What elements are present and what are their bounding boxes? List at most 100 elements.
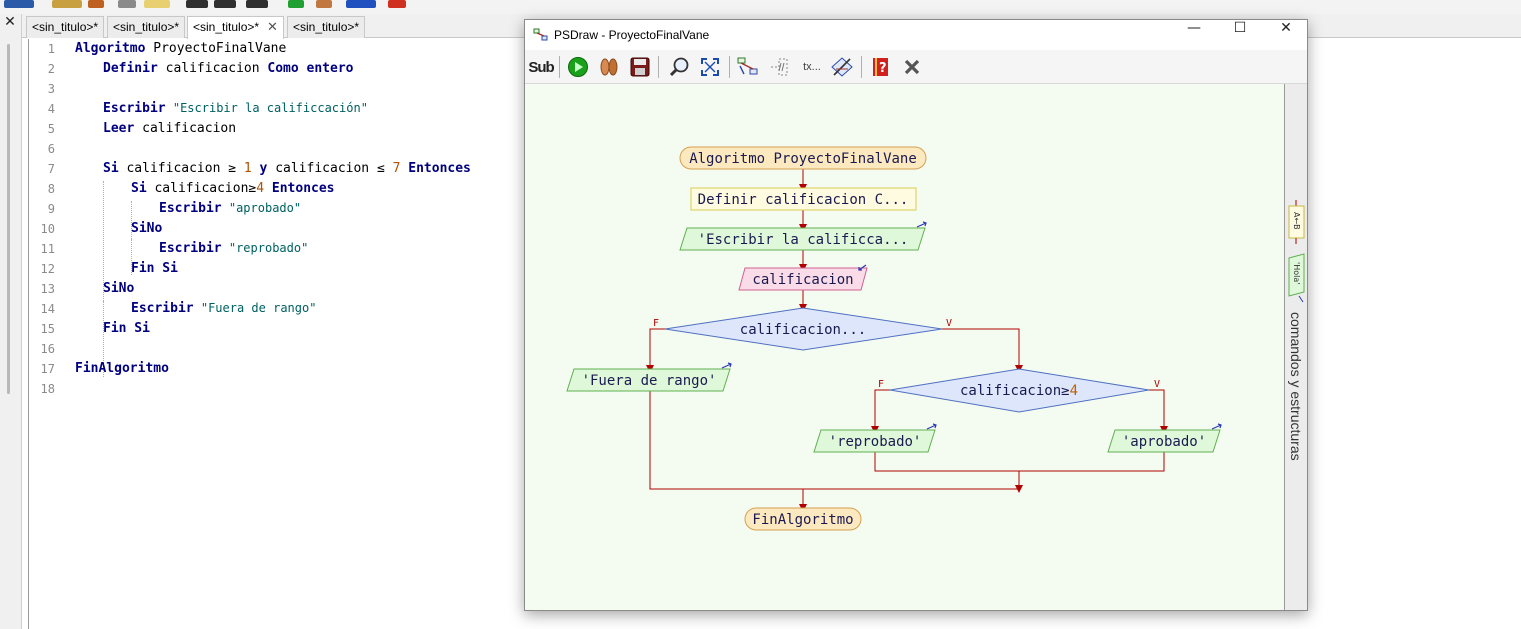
output-marker-icon (1211, 424, 1222, 430)
show-flowchart-icon[interactable] (736, 55, 760, 79)
window-titlebar[interactable]: PSDraw - ProyectoFinalVane — ☐ ✕ (525, 20, 1307, 50)
keyword: Definir (103, 61, 158, 76)
side-panel: ✕ (0, 14, 22, 629)
true-branch-label: V (1154, 379, 1160, 390)
code-line: Leer calificacion (103, 121, 236, 136)
tab-file-1[interactable]: <sin_titulo>* (26, 16, 105, 38)
tab-label: <sin_titulo>* (293, 20, 360, 34)
toolbar-icon[interactable] (214, 0, 236, 8)
line-number: 18 (40, 382, 55, 396)
comment-icon[interactable] (767, 55, 791, 79)
line-number: 9 (47, 202, 55, 216)
keyword: Escribir (159, 241, 222, 256)
decision-node-label: calificacion≥4 (960, 383, 1078, 399)
write-shape-label: 'Hola' (1292, 262, 1301, 284)
keyword: FinAlgoritmo (75, 361, 169, 376)
code-line: SiNo (103, 281, 134, 296)
fit-screen-icon[interactable] (698, 55, 722, 79)
indent-guide (103, 181, 104, 377)
start-node[interactable] (679, 146, 927, 170)
keyword: Escribir (103, 101, 166, 116)
write-node[interactable] (566, 368, 731, 392)
toolbar-icon[interactable] (316, 0, 332, 8)
line-number: 16 (40, 342, 55, 356)
code-line: FinAlgoritmo (75, 361, 169, 376)
code-line: SiNo (131, 221, 162, 236)
false-branch-label: F (653, 318, 659, 329)
zoom-icon[interactable] (667, 55, 691, 79)
toolbar-icon[interactable] (144, 0, 170, 8)
line-number: 6 (47, 142, 55, 156)
keyword: SiNo (103, 281, 135, 296)
toolbar-icon[interactable] (186, 0, 208, 8)
toolbar-icon[interactable] (246, 0, 268, 8)
write-shape-icon[interactable] (1288, 253, 1305, 297)
svg-text:?: ? (879, 61, 887, 76)
decision-node[interactable] (664, 307, 943, 351)
string-literal: "reprobado" (221, 241, 309, 255)
number-literal: 1 (243, 161, 252, 176)
assign-shape-label: A←B (1292, 212, 1301, 230)
toolbar-icon[interactable] (346, 0, 376, 8)
define-node[interactable] (690, 187, 917, 211)
code-line: Si calificacion ≥ 1 y calificacion ≤ 7 E… (103, 161, 471, 176)
toolbar-icon[interactable] (88, 0, 104, 8)
read-node-label: calificacion (752, 272, 853, 288)
code-line: Fin Si (131, 261, 178, 276)
main-toolbar (0, 0, 1521, 14)
line-number: 3 (47, 82, 55, 96)
write-node[interactable] (1107, 429, 1221, 453)
toolbar-icon[interactable] (388, 0, 406, 8)
maximize-button[interactable]: ☐ (1233, 20, 1247, 36)
help-icon[interactable]: ? (869, 55, 893, 79)
flowchart-canvas[interactable]: Algoritmo ProyectoFinalVane Definir cali… (525, 84, 1284, 610)
write-node[interactable] (679, 227, 926, 251)
toolbar-icon[interactable] (52, 0, 82, 8)
tab-label: <sin_titulo>* (193, 20, 260, 34)
decision-expression: calificacion≥ (960, 383, 1070, 399)
minimize-button[interactable]: — (1187, 20, 1201, 36)
close-window-button[interactable]: ✕ (1280, 20, 1292, 36)
psdraw-window: PSDraw - ProyectoFinalVane — ☐ ✕ Sub (524, 19, 1308, 611)
panel-scrollbar[interactable] (7, 44, 10, 394)
run-icon[interactable] (566, 55, 590, 79)
output-marker-icon (916, 222, 927, 228)
line-number: 8 (47, 182, 55, 196)
decision-node-label: calificacion... (740, 322, 866, 338)
read-node[interactable] (738, 267, 868, 291)
close-panel-icon[interactable]: ✕ (4, 14, 16, 30)
end-node[interactable] (744, 507, 862, 531)
toolbar-icon[interactable] (288, 0, 304, 8)
code-line: Escribir "Fuera de rango" (131, 301, 316, 316)
toolbar-separator (861, 56, 862, 78)
step-by-step-icon[interactable] (597, 55, 621, 79)
code-line: Escribir "reprobado" (159, 241, 308, 256)
save-icon[interactable] (628, 55, 652, 79)
tab-label: <sin_titulo>* (113, 20, 180, 34)
shape-options-icon[interactable] (830, 55, 854, 79)
close-tool-icon[interactable] (900, 55, 924, 79)
toolbar-icon[interactable] (118, 0, 136, 8)
keyword: Algoritmo (75, 41, 146, 56)
false-branch-label: F (878, 379, 884, 390)
line-number: 2 (47, 62, 55, 76)
text-toggle-button[interactable]: tx... (798, 55, 826, 79)
decision-node[interactable] (889, 368, 1150, 413)
write-node-label: 'Fuera de rango' (582, 373, 717, 389)
keyword: Escribir (159, 201, 222, 216)
toolbar-icon[interactable] (4, 0, 34, 8)
tab-file-2[interactable]: <sin_titulo>* (107, 16, 186, 38)
commands-panel-tab[interactable]: comandos y estructuras (1285, 312, 1308, 472)
write-node[interactable] (813, 429, 936, 453)
line-number: 5 (47, 122, 55, 136)
tab-file-3[interactable]: <sin_titulo>* ✕ (187, 16, 284, 39)
subprocess-button[interactable]: Sub (527, 55, 555, 79)
tab-close-icon[interactable]: ✕ (267, 20, 278, 35)
indent-guide (103, 301, 104, 337)
keyword: Leer (103, 121, 135, 136)
tab-file-4[interactable]: <sin_titulo>* (287, 16, 366, 38)
line-number: 15 (40, 322, 55, 336)
commands-panel[interactable]: A←B 'Hola' comandos y estructuras (1284, 84, 1307, 610)
toolbar-separator (729, 56, 730, 78)
commands-panel-label: comandos y estructuras (1288, 312, 1304, 461)
